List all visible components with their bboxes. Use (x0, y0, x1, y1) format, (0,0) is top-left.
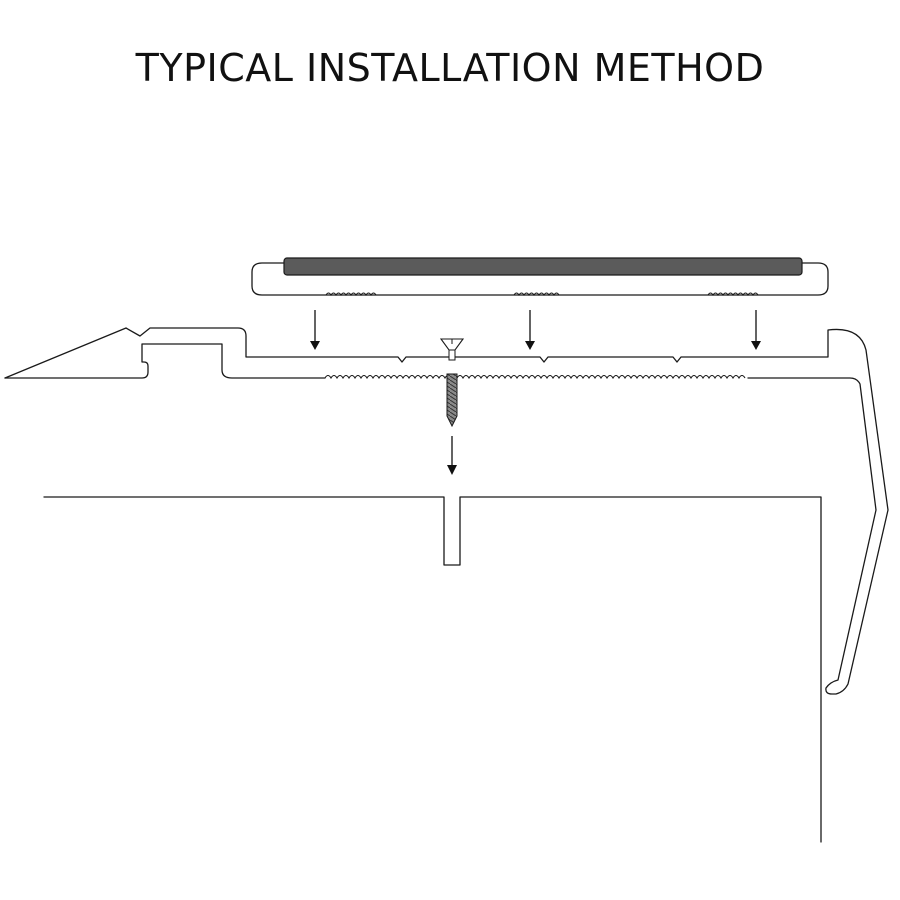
down-arrow-screw (447, 436, 457, 475)
down-arrow-left (310, 310, 320, 350)
down-arrow-middle (525, 310, 535, 350)
stair-nosing-profile (4, 327, 889, 695)
stair-tread (43, 496, 822, 843)
countersunk-screw (439, 338, 465, 428)
insert-teeth (325, 292, 759, 297)
insert-strip (251, 257, 829, 297)
rubber-grip-strip (283, 257, 803, 276)
profile-ridges (324, 374, 746, 380)
down-arrow-right (751, 310, 761, 350)
page-title: TYPICAL INSTALLATION METHOD (135, 46, 765, 90)
